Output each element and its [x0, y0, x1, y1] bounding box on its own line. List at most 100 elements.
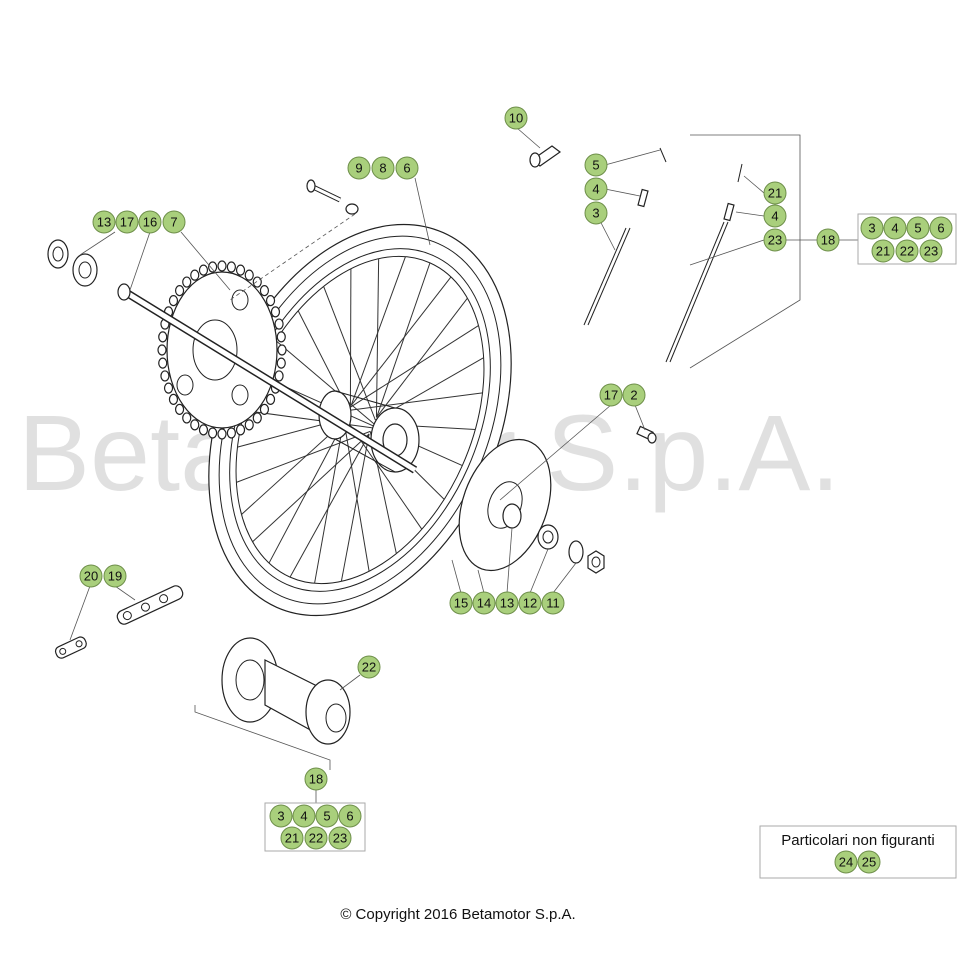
svg-text:18: 18 [309, 772, 323, 787]
left-bearing [72, 253, 98, 287]
callout-23: 23 [763, 228, 787, 252]
svg-text:24: 24 [839, 855, 853, 870]
callout-22: 22 [357, 655, 381, 679]
callout-3: 3 [584, 201, 608, 225]
callout-16: 16 [138, 210, 162, 234]
svg-text:3: 3 [868, 221, 875, 236]
copyright-text: © Copyright 2016 Betamotor S.p.A. [340, 906, 575, 923]
svg-text:3: 3 [592, 206, 599, 221]
kit-bottom-6: 6 [338, 804, 362, 828]
svg-text:4: 4 [771, 209, 778, 224]
svg-text:2: 2 [630, 388, 637, 403]
svg-text:7: 7 [170, 215, 177, 230]
svg-text:22: 22 [309, 831, 323, 846]
callout-13-left: 13 [92, 210, 116, 234]
svg-text:13: 13 [97, 215, 111, 230]
callout-19: 19 [103, 564, 127, 588]
callout-21: 21 [763, 181, 787, 205]
chain-links [116, 585, 184, 625]
kit-top-22: 22 [895, 239, 919, 263]
svg-text:22: 22 [900, 244, 914, 259]
axle-nut [587, 550, 605, 574]
svg-text:13: 13 [500, 596, 514, 611]
svg-text:21: 21 [285, 831, 299, 846]
left-seal [47, 239, 69, 269]
callout-5: 5 [584, 153, 608, 177]
leader-lines [69, 127, 765, 691]
callout-17-left: 17 [115, 210, 139, 234]
callout-14: 14 [472, 591, 496, 615]
svg-text:6: 6 [937, 221, 944, 236]
callout-12: 12 [518, 591, 542, 615]
not-shown-24: 24 [834, 850, 858, 874]
kit-top-3: 3 [860, 216, 884, 240]
svg-text:14: 14 [477, 596, 491, 611]
kit-top-21: 21 [871, 239, 895, 263]
callout-11: 11 [541, 591, 565, 615]
svg-text:11: 11 [546, 596, 560, 611]
callout-7: 7 [162, 210, 186, 234]
svg-text:4: 4 [891, 221, 898, 236]
svg-text:3: 3 [277, 809, 284, 824]
disc-bolt [636, 425, 657, 444]
kit-bottom-23: 23 [328, 826, 352, 850]
kit-top-23: 23 [919, 239, 943, 263]
svg-text:18: 18 [821, 233, 835, 248]
svg-text:21: 21 [768, 186, 782, 201]
svg-text:15: 15 [454, 596, 468, 611]
svg-text:12: 12 [523, 596, 537, 611]
callout-15: 15 [449, 591, 473, 615]
tyre-valve [529, 145, 562, 168]
callout-4-upper: 4 [584, 177, 608, 201]
callout-13-right: 13 [495, 591, 519, 615]
svg-text:23: 23 [333, 831, 347, 846]
svg-text:5: 5 [914, 221, 921, 236]
svg-text:23: 23 [924, 244, 938, 259]
callout-6: 6 [395, 156, 419, 180]
callout-2: 2 [622, 383, 646, 407]
svg-text:8: 8 [379, 161, 386, 176]
spoke-detail [583, 147, 743, 363]
svg-text:17: 17 [120, 215, 134, 230]
svg-text:5: 5 [323, 809, 330, 824]
not-shown-title: Particolari non figuranti [781, 832, 934, 849]
kit-top-5: 5 [906, 216, 930, 240]
brake-disc [458, 438, 552, 572]
kit-bottom-21: 21 [280, 826, 304, 850]
callout-8: 8 [371, 156, 395, 180]
svg-text:23: 23 [768, 233, 782, 248]
svg-text:6: 6 [346, 809, 353, 824]
svg-text:10: 10 [509, 111, 523, 126]
callout-20: 20 [79, 564, 103, 588]
callout-17-right: 17 [599, 383, 623, 407]
svg-text:16: 16 [143, 215, 157, 230]
sprocket-bolt [306, 179, 359, 215]
not-shown-25: 25 [857, 850, 881, 874]
svg-text:6: 6 [403, 161, 410, 176]
kit-bottom-22: 22 [304, 826, 328, 850]
axle [117, 283, 418, 474]
kit-top-4: 4 [883, 216, 907, 240]
svg-text:5: 5 [592, 158, 599, 173]
svg-text:4: 4 [300, 809, 307, 824]
kit-top-6: 6 [929, 216, 953, 240]
callout-18-top: 18 [816, 228, 840, 252]
washer [568, 540, 584, 564]
svg-text:20: 20 [84, 569, 98, 584]
master-link [54, 636, 87, 659]
svg-text:19: 19 [108, 569, 122, 584]
svg-text:9: 9 [355, 161, 362, 176]
svg-text:4: 4 [592, 182, 599, 197]
callout-18-bottom: 18 [304, 767, 328, 791]
wheel-hub [318, 390, 420, 473]
svg-text:17: 17 [604, 388, 618, 403]
callout-10: 10 [504, 106, 528, 130]
hub-assembly [221, 637, 351, 745]
callout-4-lower: 4 [763, 204, 787, 228]
svg-text:25: 25 [862, 855, 876, 870]
not-shown-parts-box: Particolari non figuranti [759, 825, 957, 879]
kit-bottom-4: 4 [292, 804, 316, 828]
kit-bottom-3: 3 [269, 804, 293, 828]
